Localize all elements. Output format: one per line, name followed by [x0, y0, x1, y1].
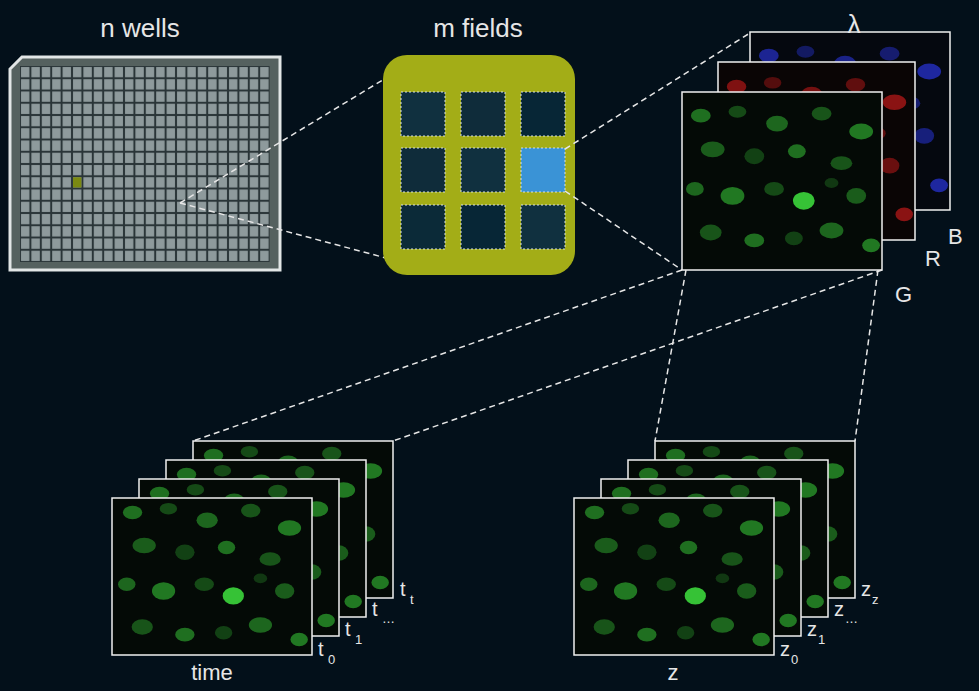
frame-subscript: 1 — [355, 633, 362, 648]
time-stack — [112, 441, 393, 655]
channel-label: R — [925, 246, 941, 271]
plate — [10, 57, 280, 270]
heading: λ — [848, 10, 861, 40]
axis-label: time — [191, 660, 233, 685]
frame-subscript: 0 — [328, 653, 335, 668]
frame-subscript: t — [410, 593, 414, 608]
frame-label: t — [345, 618, 351, 641]
zoom-lines — [180, 78, 386, 258]
frame-label: z — [780, 638, 790, 661]
fields — [401, 92, 565, 249]
frame-subscript: 0 — [791, 653, 798, 668]
z-stack — [574, 441, 855, 655]
well — [383, 55, 575, 275]
frame-label: z — [834, 598, 844, 621]
heading: m fields — [433, 14, 523, 44]
channel-label: B — [948, 224, 963, 249]
frame-subscript: … — [382, 612, 395, 627]
frame-label: t — [400, 578, 406, 601]
axis-label: z — [668, 660, 679, 685]
channel-label: G — [895, 282, 912, 307]
channel-images — [682, 32, 950, 270]
selected-well — [73, 177, 81, 187]
frame-subscript: 1 — [818, 633, 825, 648]
zoom-lines — [193, 270, 882, 441]
frame-label: t — [318, 638, 324, 661]
frame-subscript: z — [872, 593, 879, 608]
well-grid — [20, 66, 270, 262]
heading: n wells — [100, 14, 179, 44]
frame-label: t — [372, 598, 378, 621]
frame-label: z — [807, 618, 817, 641]
frame-subscript: … — [845, 612, 858, 627]
frame-label: z — [861, 578, 871, 601]
